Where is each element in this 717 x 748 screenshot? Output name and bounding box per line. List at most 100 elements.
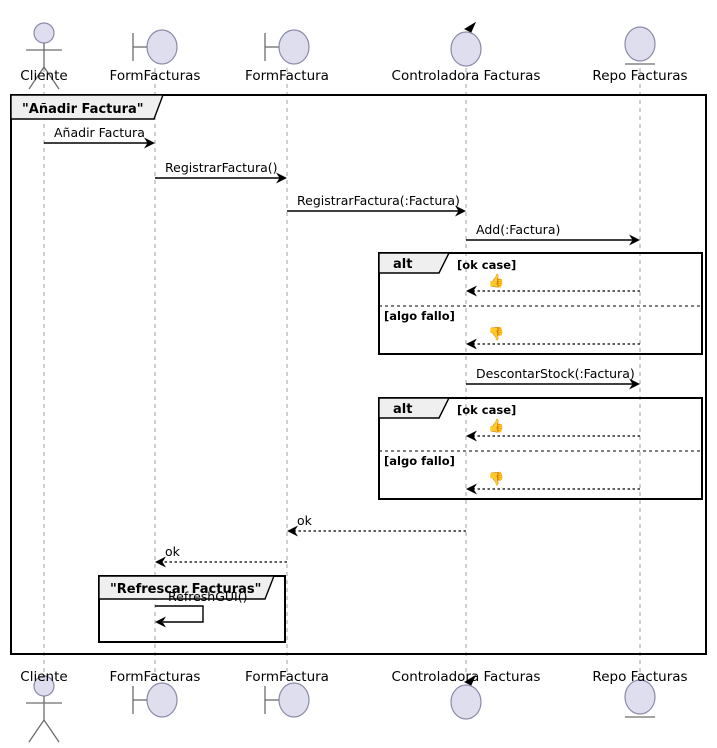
actor-leg-left	[28, 66, 45, 90]
participant-cliente-top[interactable]: Cliente	[20, 22, 68, 90]
participant-label-cliente-bottom: Cliente	[20, 669, 67, 685]
boundary-circle	[278, 29, 310, 65]
self-message-refrescar-arrowhead-icon	[155, 616, 166, 628]
actor-head-icon	[33, 22, 55, 44]
fragment-alt1-guard-1: [algo fallo]	[384, 309, 455, 323]
fragment-alt2-guard-1: [algo fallo]	[384, 454, 455, 468]
outer-frame: "Añadir Factura"	[10, 94, 707, 655]
actor-stick-figure-icon	[26, 675, 62, 743]
message-m10[interactable]: ok	[287, 513, 466, 537]
message-m9-arrowhead-icon	[466, 483, 477, 495]
control-circle	[450, 684, 482, 720]
message-m8-arrowhead-icon	[466, 430, 477, 442]
participant-label-formfactura-bottom: FormFactura	[245, 669, 329, 685]
message-m11[interactable]: ok	[155, 544, 287, 568]
participant-label-cliente-top: Cliente	[20, 68, 67, 84]
self-message-refrescar-label: RefreshGUI()	[168, 589, 247, 604]
fragments-layer: alt [ok case] [algo fallo] alt [ok case] [alg…	[378, 252, 703, 500]
participant-label-formfacturas-bottom: FormFacturas	[110, 669, 201, 685]
boundary-circle	[146, 682, 178, 718]
actor-leg-left	[28, 719, 45, 743]
message-m7[interactable]: DescontarStock(:Factura)	[466, 366, 640, 390]
control-arrow-head-icon	[463, 674, 477, 686]
fragment-alt1-border	[378, 252, 703, 355]
boundary-icon	[264, 682, 310, 718]
message-m6-thumbs-down-icon: 👎	[488, 326, 504, 342]
fragment-alt2-border	[378, 397, 703, 500]
fragment-alt2: alt [ok case] [algo fallo]	[378, 397, 703, 500]
message-m1-label: Añadir Factura	[54, 125, 145, 140]
control-icon	[450, 674, 482, 720]
message-m8-thumbs-up-icon: 👍	[488, 418, 504, 434]
message-m4-arrowhead-icon	[629, 234, 640, 246]
self-message-refrescar[interactable]: RefreshGUI()	[155, 589, 247, 628]
message-m1-arrowhead-icon	[144, 137, 155, 149]
message-m7-label: DescontarStock(:Factura)	[476, 366, 635, 381]
outer-frame-border	[10, 94, 707, 655]
message-m10-arrowhead-icon	[287, 525, 298, 537]
participant-formfactura-bottom[interactable]: FormFactura	[245, 669, 329, 718]
participant-formfacturas-bottom[interactable]: FormFacturas	[110, 669, 201, 718]
control-circle	[450, 31, 482, 67]
message-m3[interactable]: RegistrarFactura(:Factura)	[287, 193, 466, 217]
outer-frame-tab	[10, 94, 165, 120]
inner-frame-refrescar-title: "Refrescar Facturas"	[110, 582, 261, 597]
actor-leg-right	[43, 66, 60, 90]
inner-frame-refrescar-tab	[98, 575, 276, 600]
participant-cliente-bottom[interactable]: Cliente	[20, 669, 68, 743]
message-m7-arrowhead-icon	[629, 378, 640, 390]
message-m11-label: ok	[165, 544, 181, 559]
fragment-alt2-tab	[378, 397, 451, 419]
message-m2[interactable]: RegistrarFactura()	[155, 160, 287, 184]
outer-frame-title: "Añadir Factura"	[22, 102, 144, 117]
inner-frames-layer: "Refrescar Facturas"RefreshGUI()	[98, 575, 286, 643]
message-m6[interactable]: 👎	[466, 326, 640, 350]
participant-label-formfactura-top: FormFactura	[245, 68, 329, 84]
participant-label-formfacturas-top: FormFacturas	[110, 68, 201, 84]
fragment-alt1-guard-0: [ok case]	[457, 258, 516, 272]
participant-repo-bottom[interactable]: Repo Facturas	[592, 669, 688, 718]
participant-controladora-top[interactable]: Controladora Facturas	[392, 21, 541, 84]
entity-circle	[624, 26, 656, 62]
message-m4-label: Add(:Factura)	[476, 222, 560, 237]
message-m2-arrowhead-icon	[276, 172, 287, 184]
boundary-circle	[146, 29, 178, 65]
participant-formfactura-top[interactable]: FormFactura	[245, 29, 329, 84]
boundary-circle	[278, 682, 310, 718]
message-m10-label: ok	[297, 513, 313, 528]
fragment-alt2-operator: alt	[393, 402, 412, 417]
message-m11-arrowhead-icon	[155, 556, 166, 568]
message-m4[interactable]: Add(:Factura)	[466, 222, 640, 246]
participant-controladora-bottom[interactable]: Controladora Facturas	[392, 669, 541, 720]
entity-icon	[624, 679, 656, 718]
control-arrow-head-icon	[463, 21, 477, 33]
message-m8[interactable]: 👍	[466, 418, 640, 442]
entity-circle	[624, 679, 656, 715]
fragment-alt2-guard-0: [ok case]	[457, 403, 516, 417]
message-m9-thumbs-down-icon: 👎	[488, 471, 504, 487]
participant-row-bottom: Cliente FormFacturas FormFactura Controlado…	[20, 669, 688, 743]
message-m6-arrowhead-icon	[466, 338, 477, 350]
actor-stick-figure-icon	[26, 22, 62, 90]
entity-icon	[624, 26, 656, 65]
fragment-alt1-tab	[378, 252, 451, 274]
message-m3-arrowhead-icon	[455, 205, 466, 217]
participant-formfacturas-top[interactable]: FormFacturas	[110, 29, 201, 84]
actor-leg-right	[43, 719, 60, 743]
message-m9[interactable]: 👎	[466, 471, 640, 495]
message-m5-arrowhead-icon	[466, 285, 477, 297]
control-icon	[450, 21, 482, 67]
participant-label-repo-bottom: Repo Facturas	[592, 669, 687, 685]
message-m5[interactable]: 👍	[466, 273, 640, 297]
message-m1[interactable]: Añadir Factura	[44, 125, 155, 149]
participant-label-controladora-bottom: Controladora Facturas	[392, 669, 541, 685]
self-message-refrescar-line	[155, 605, 204, 623]
message-m2-label: RegistrarFactura()	[165, 160, 278, 175]
participant-repo-top[interactable]: Repo Facturas	[592, 26, 688, 84]
participant-label-controladora-top: Controladora Facturas	[392, 68, 541, 84]
fragment-alt1-operator: alt	[393, 257, 412, 272]
message-m3-label: RegistrarFactura(:Factura)	[297, 193, 460, 208]
